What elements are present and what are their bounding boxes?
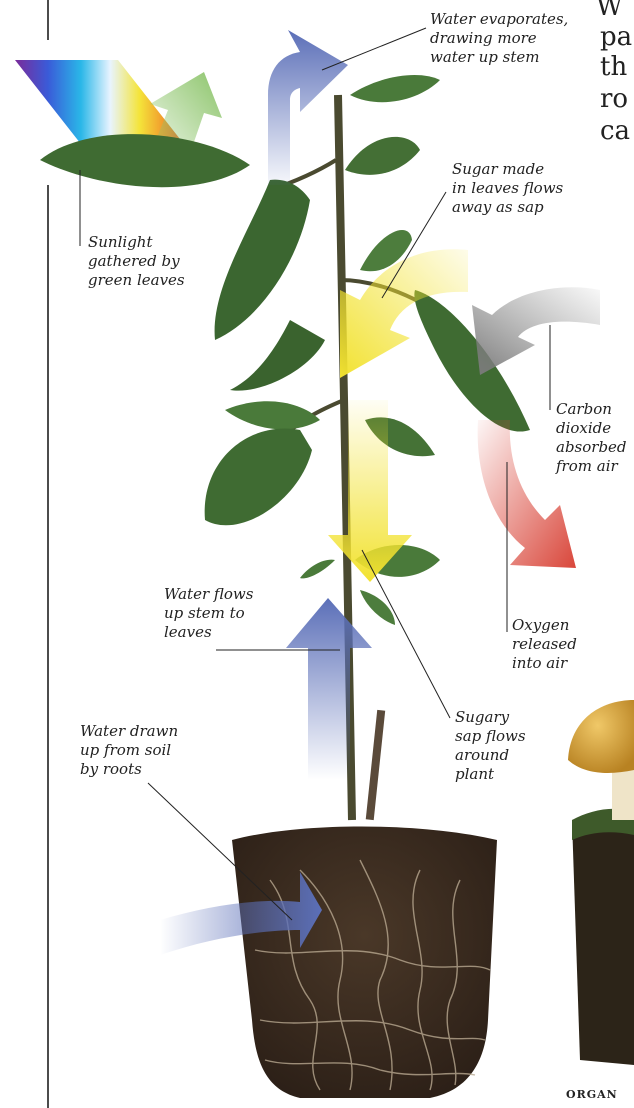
carbon-dioxide-arrow: [472, 287, 600, 375]
water-up-stem-arrow: [286, 598, 372, 780]
leaf: [225, 401, 320, 429]
label-carbon-dioxide: Carbon dioxide absorbed from air: [556, 400, 627, 476]
mushroom-cap: [568, 700, 634, 773]
leaf: [300, 560, 335, 579]
label-evaporation: Water evaporates, drawing more water up …: [430, 10, 568, 67]
leaf: [350, 75, 440, 102]
label-sugary-sap: Sugary sap flows around plant: [455, 708, 526, 784]
leaf: [215, 180, 310, 340]
label-sugar-made: Sugar made in leaves flows away as sap: [452, 160, 563, 217]
leaf: [205, 428, 312, 525]
body-text-fragment: th: [600, 52, 627, 82]
figure-caption: ORGAN: [566, 1088, 618, 1101]
label-oxygen: Oxygen released into air: [512, 616, 577, 673]
label-water-from-soil: Water drawn up from soil by roots: [80, 722, 178, 779]
leaf: [40, 134, 250, 187]
body-text-fragment: pa: [600, 22, 632, 52]
body-text-fragment: ca: [600, 116, 630, 146]
label-water-up-stem: Water flows up stem to leaves: [164, 585, 253, 642]
body-text-fragment: W: [596, 0, 623, 22]
body-text-fragment: ro: [600, 84, 628, 114]
mushroom-photo: [568, 700, 634, 1065]
leaf: [230, 320, 325, 391]
label-sunlight: Sunlight gathered by green leaves: [88, 233, 185, 290]
leaf: [345, 137, 420, 175]
leaf: [360, 590, 395, 625]
